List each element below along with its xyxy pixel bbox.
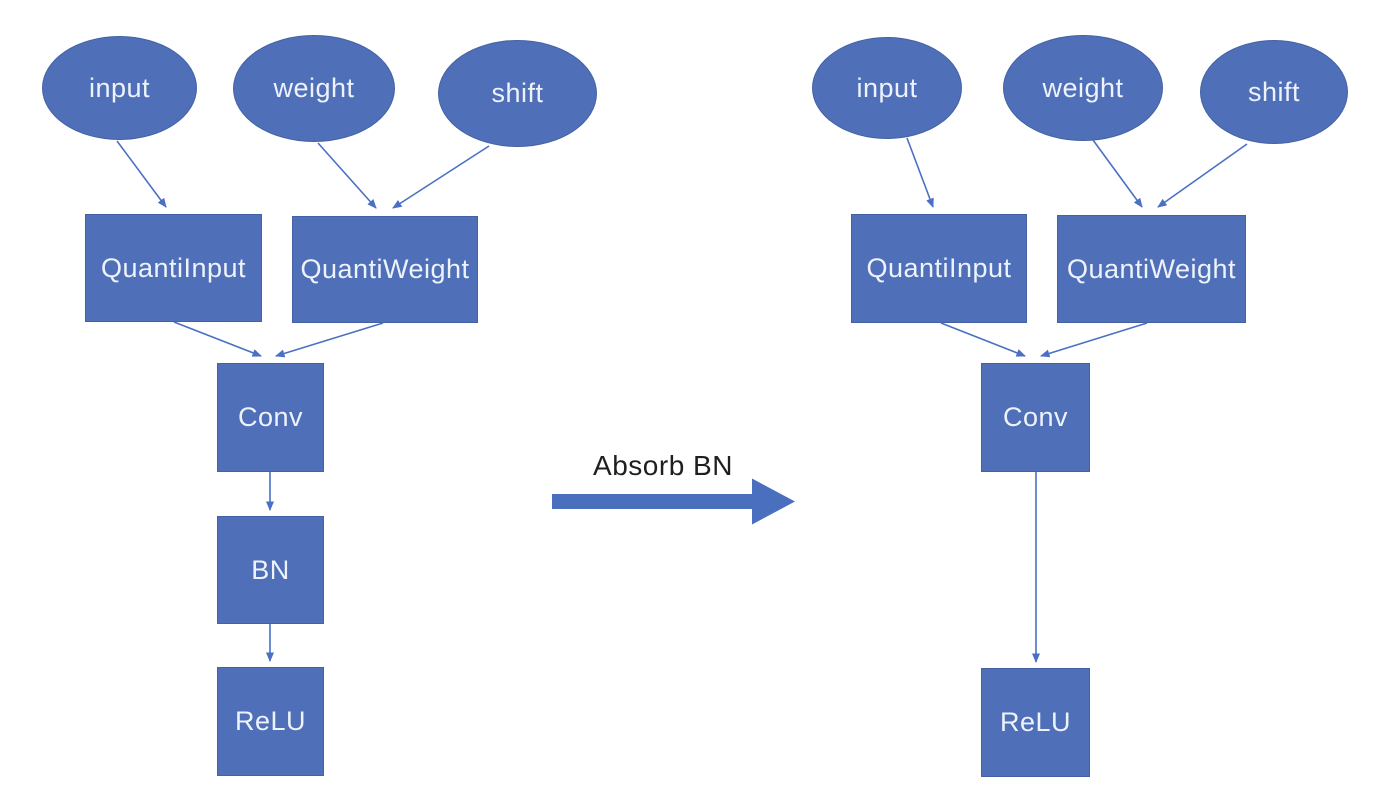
absorb-bn-label: Absorb BN xyxy=(593,450,733,481)
node-relu-before: ReLU xyxy=(217,667,324,776)
node-shift-before: shift xyxy=(438,40,597,147)
node-relu-after: ReLU xyxy=(981,668,1090,777)
node-label: QuantiInput xyxy=(866,253,1012,283)
node-quanti-input-after: QuantiInput xyxy=(851,214,1027,323)
edge-quantiinput-conv-before xyxy=(173,321,262,357)
node-shift-after: shift xyxy=(1200,40,1348,144)
node-input-after: input xyxy=(812,37,962,139)
node-input-before: input xyxy=(42,36,197,140)
node-conv-before: Conv xyxy=(217,363,324,472)
node-quanti-weight-before: QuantiWeight xyxy=(292,216,478,323)
node-label: QuantiWeight xyxy=(1066,253,1237,284)
node-label: Conv xyxy=(1002,402,1069,432)
edge-quantiweight-conv-after xyxy=(1040,322,1148,358)
node-label: weight xyxy=(1042,72,1124,103)
node-label: ReLU xyxy=(999,707,1072,737)
edge-weight-quantiweight-before xyxy=(317,142,377,209)
node-bn-before: BN xyxy=(217,516,324,624)
node-label: Conv xyxy=(237,402,304,432)
node-label: QuantiInput xyxy=(100,252,247,283)
node-quanti-input-before: QuantiInput xyxy=(85,214,262,322)
node-label: input xyxy=(856,72,918,103)
node-label: input xyxy=(88,72,151,103)
edge-input-quantiinput-after xyxy=(906,137,934,208)
node-label: weight xyxy=(273,73,355,103)
absorb-bn-arrow-icon xyxy=(552,478,795,525)
edge-weight-quantiweight-after xyxy=(1092,139,1143,208)
node-quanti-weight-after: QuantiWeight xyxy=(1057,215,1246,323)
node-label: shift xyxy=(491,78,544,108)
edge-quantiinput-conv-after xyxy=(940,322,1026,357)
edge-quantiweight-conv-before xyxy=(275,322,384,358)
node-label: ReLU xyxy=(234,706,307,736)
node-conv-after: Conv xyxy=(981,363,1090,472)
node-weight-after: weight xyxy=(1003,35,1163,141)
node-weight-before: weight xyxy=(233,35,395,142)
edge-shift-quantiweight-before xyxy=(392,145,490,209)
node-label: shift xyxy=(1247,76,1301,107)
node-label: BN xyxy=(251,554,290,585)
edge-input-quantiinput-before xyxy=(116,140,167,208)
node-label: QuantiWeight xyxy=(300,254,470,284)
edge-shift-quantiweight-after xyxy=(1157,143,1248,208)
